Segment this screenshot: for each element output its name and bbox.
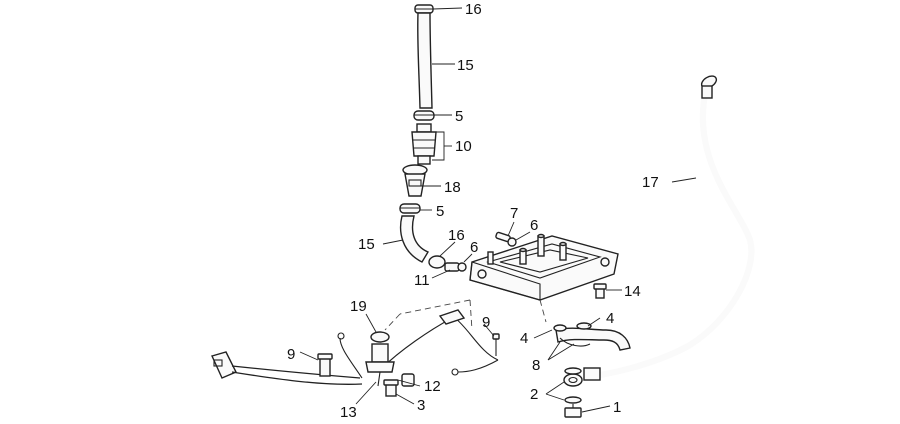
long-return-hose: [583, 75, 755, 381]
callout-5-upper: 5: [455, 108, 463, 125]
cover-plate: [469, 233, 619, 301]
screw-left: [317, 353, 333, 377]
callout-6-right: 6: [530, 217, 538, 234]
callout-4-right: 4: [606, 310, 614, 327]
cable-connector: [438, 309, 466, 325]
union-fitting: [444, 262, 467, 272]
callout-2: 2: [530, 386, 538, 403]
callout-3: 3: [417, 397, 425, 414]
hose-clamp-upper: [413, 110, 435, 121]
screw-right: [492, 333, 500, 356]
callout-5-lower: 5: [436, 203, 444, 220]
breather-hose-upper: [417, 12, 433, 109]
callout-8: 8: [532, 357, 540, 374]
leader-lines: [299, 7, 697, 413]
hose-clamp-top: [414, 4, 434, 14]
banjo-bolt: [564, 404, 582, 418]
callout-13: 13: [340, 404, 357, 421]
callout-18: 18: [444, 179, 461, 196]
bolt: [383, 379, 399, 397]
callout-6-left: 6: [470, 239, 478, 256]
callout-14: 14: [624, 283, 641, 300]
banjo-union: [563, 367, 583, 404]
mounting-bolt: [593, 283, 607, 299]
callout-12: 12: [424, 378, 441, 395]
callout-7: 7: [510, 205, 518, 222]
wiring-harness: [211, 317, 499, 385]
cover-screw: [495, 231, 517, 247]
callout-16-lower: 16: [448, 227, 465, 244]
breather-hose-lower: [399, 215, 430, 263]
hose-clamp-small: [428, 255, 446, 269]
callout-19: 19: [350, 298, 367, 315]
callout-4-left: 4: [520, 330, 528, 347]
hose-clamp-lower: [399, 203, 421, 214]
callout-16-top: 16: [465, 1, 482, 18]
callout-9-left: 9: [287, 346, 295, 363]
breather-line-assembly: [399, 4, 467, 272]
alignment-lines: [384, 299, 547, 331]
short-pipe: [553, 322, 631, 351]
hose-fitting: [402, 164, 428, 197]
callout-9-right: 9: [482, 314, 490, 331]
callout-11: 11: [414, 272, 430, 289]
callout-1: 1: [613, 399, 621, 416]
callout-17: 17: [642, 174, 659, 191]
callout-15-lower: 15: [358, 236, 375, 253]
callout-15-top: 15: [457, 57, 474, 74]
callout-labels: 16 15 5 10 18 5 7 6 16 6 15 11 17 14 19 …: [287, 1, 659, 421]
sensor-switch: [365, 331, 395, 387]
callout-10: 10: [455, 138, 472, 155]
check-valve: [411, 123, 437, 165]
spacer: [401, 373, 415, 387]
